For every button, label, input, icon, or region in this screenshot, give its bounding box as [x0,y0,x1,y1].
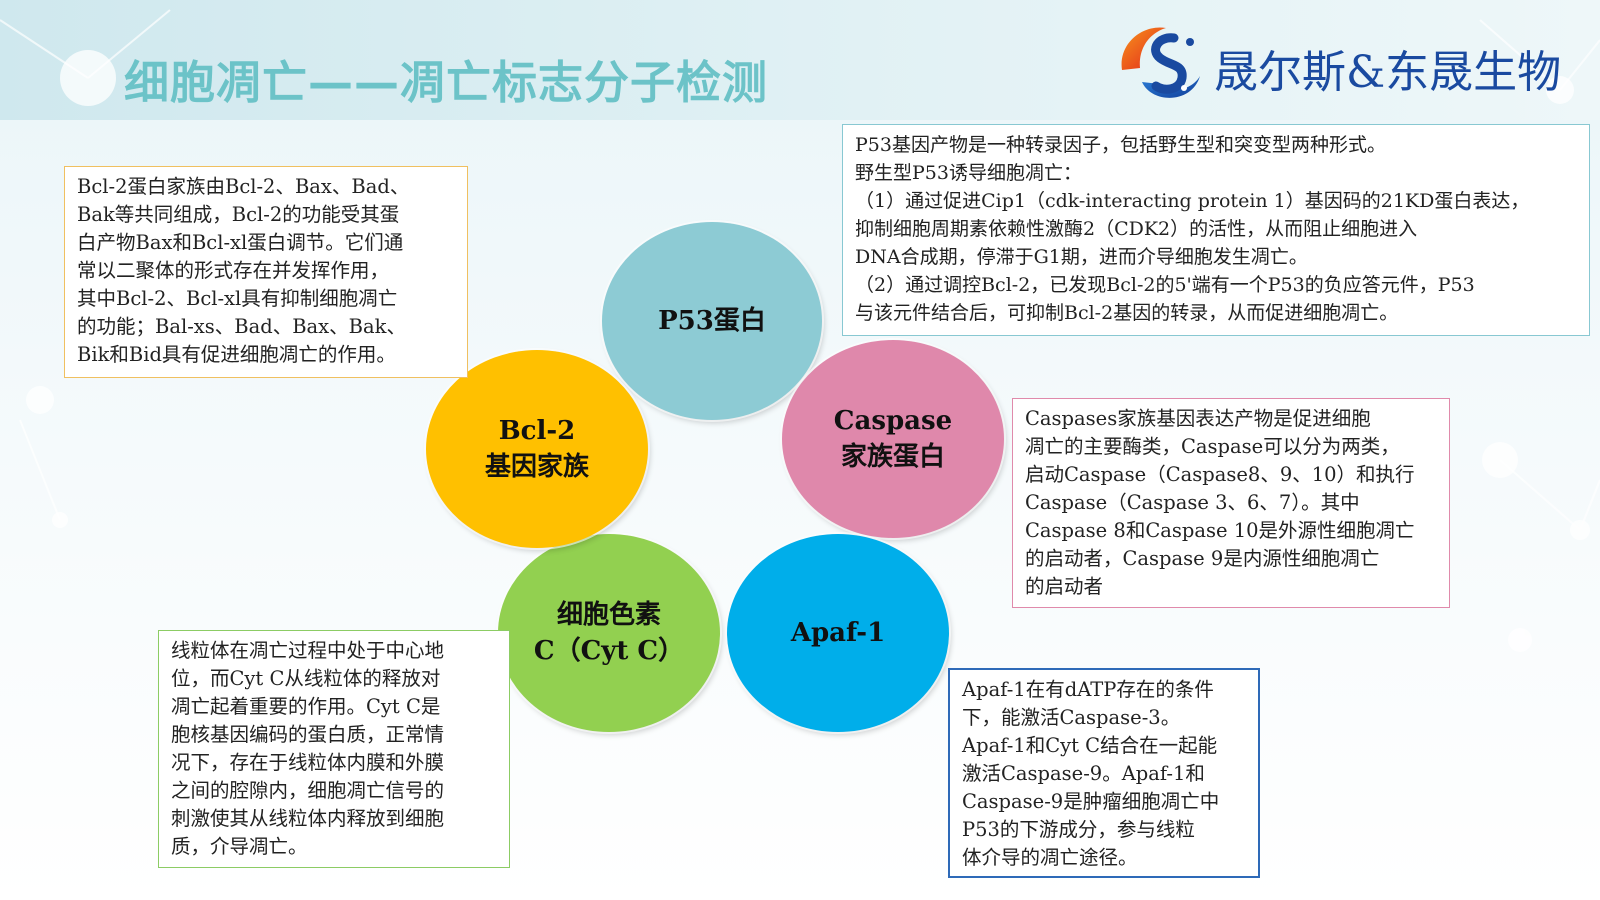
apaf1-text-line: 体介导的凋亡途径。 [962,846,1138,869]
p53-text-line: 野生型P53诱导细胞凋亡： [855,162,1082,184]
apaf1-text-line: P53的下游成分，参与线粒 [962,818,1195,841]
apaf1-description-box: Apaf-1在有dATP存在的条件 下，能激活Caspase-3。 Apaf-1… [948,668,1260,878]
apaf1-text-line: 下，能激活Caspase-3。 [962,706,1181,729]
bcl2-text-line: 白产物Bax和Bcl-xl蛋白调节。它们通 [77,231,404,254]
apaf1-text-line: Apaf-1和Cyt C结合在一起能 [962,734,1218,757]
cytochrome-c-circle: 细胞色素 C（Cyt C） [498,534,720,732]
caspase-text-line: Caspases家族基因表达产物是促进细胞 [1025,407,1371,430]
cytc-text-line: 位，而Cyt C从线粒体的释放对 [171,667,441,690]
caspase-label-line1: Caspase [833,406,953,436]
bcl2-description-box: Bcl-2蛋白家族由Bcl-2、Bax、Bad、 Bak等共同组成，Bcl-2的… [64,166,468,378]
caspase-text-line: Caspase（Caspase 3、6、7）。其中 [1025,491,1360,514]
company-logo-icon [1121,27,1200,98]
cytc-label-line2: C（Cyt C） [533,636,685,666]
cytc-text-line: 线粒体在凋亡过程中处于中心地 [171,639,445,662]
company-name: 晟尔斯&东晟生物 [1214,47,1562,98]
apaf1-text-line: 激活Caspase-9。Apaf-1和 [962,762,1205,785]
cytc-text-line: 之间的腔隙内，细胞凋亡信号的 [171,779,445,802]
apaf1-label: Apaf-1 [790,618,886,648]
p53-description-box: P53基因产物是一种转录因子，包括野生型和突变型两种形式。 野生型P53诱导细胞… [842,124,1590,336]
page-title: 细胞凋亡——凋亡标志分子检测 [124,56,769,109]
bcl2-label-line1: Bcl-2 [498,416,576,446]
bcl2-text-line: Bik和Bid具有促进细胞凋亡的作用。 [77,343,396,366]
bcl2-text-line: 常以二聚体的形式存在并发挥作用， [77,259,390,282]
cytc-description-box: 线粒体在凋亡过程中处于中心地 位，而Cyt C从线粒体的释放对 凋亡起着重要的作… [158,630,510,868]
cytc-text-line: 况下，存在于线粒体内膜和外膜 [171,751,445,774]
p53-text-line: （1）通过促进Cip1（cdk-interacting protein 1）基因… [855,190,1530,212]
caspase-text-line: 的启动者 [1025,575,1104,598]
header-band [0,0,1600,120]
p53-text-line: 与该元件结合后，可抑制Bcl-2基因的转录，从而促进细胞凋亡。 [855,302,1399,324]
caspase-label-line2: 家族蛋白 [840,442,945,472]
p53-protein-circle: P53蛋白 [602,222,822,420]
p53-text-line: 抑制细胞周期素依赖性激酶2（CDK2）的活性，从而阻止细胞进入 [855,218,1418,240]
bcl2-label-line2: 基因家族 [484,452,589,482]
bcl2-text-line: Bak等共同组成，Bcl-2的功能受其蛋 [77,203,400,226]
bcl2-gene-family-circle: Bcl-2 基因家族 [426,350,648,548]
bcl2-text-line: 的功能；Bal-xs、Bad、Bax、Bak、 [77,315,406,338]
cytc-text-line: 质，介导凋亡。 [171,835,308,858]
caspase-text-line: 启动Caspase（Caspase8、9、10）和执行 [1025,463,1415,486]
caspase-text-line: 凋亡的主要酶类，Caspase可以分为两类， [1025,435,1400,458]
p53-label: P53蛋白 [658,306,766,336]
caspase-family-circle: Caspase 家族蛋白 [782,340,1004,538]
apaf1-text-line: Apaf-1在有dATP存在的条件 [962,678,1214,701]
bcl2-text-line: 其中Bcl-2、Bcl-xl具有抑制细胞凋亡 [77,287,398,310]
cytc-text-line: 胞核基因编码的蛋白质，正常情 [171,723,445,746]
apaf1-circle: Apaf-1 [727,534,949,732]
cytc-text-line: 刺激使其从线粒体内释放到细胞 [171,807,445,830]
p53-text-line: （2）通过调控Bcl-2，已发现Bcl-2的5'端有一个P53的负应答元件，P5… [855,274,1475,296]
caspase-text-line: Caspase 8和Caspase 10是外源性细胞凋亡 [1025,519,1415,542]
caspase-description-box: Caspases家族基因表达产物是促进细胞 凋亡的主要酶类，Caspase可以分… [1012,398,1450,608]
p53-text-line: P53基因产物是一种转录因子，包括野生型和突变型两种形式。 [855,134,1386,156]
cytc-text-line: 凋亡起着重要的作用。Cyt C是 [171,695,441,718]
p53-text-line: DNA合成期，停滞于G1期，进而介导细胞发生凋亡。 [855,246,1308,268]
bcl2-text-line: Bcl-2蛋白家族由Bcl-2、Bax、Bad、 [77,175,410,198]
caspase-text-line: 的启动者，Caspase 9是内源性细胞凋亡 [1025,547,1380,570]
apaf1-text-line: Caspase-9是肿瘤细胞凋亡中 [962,790,1220,813]
cytc-label-line1: 细胞色素 [556,600,661,630]
